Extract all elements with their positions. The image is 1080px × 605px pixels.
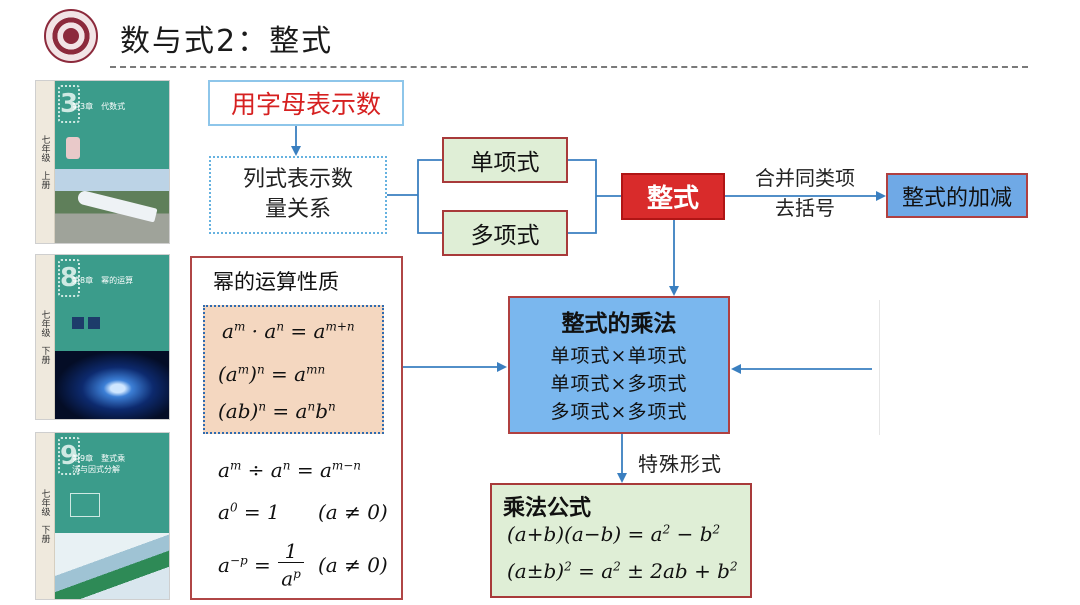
power-rule-negative: a−p =	[218, 553, 271, 577]
mult-line: 单项式×多项式	[550, 373, 688, 395]
page-title: 数与式2：整式	[120, 24, 334, 59]
node-label-line1: 列式表示数	[242, 167, 353, 192]
edge-label-line2: 去括号	[775, 196, 835, 220]
node-monomial: 单项式	[442, 137, 568, 183]
node-use-letters: 用字母表示数	[208, 80, 404, 126]
power-rule-product-power: (ab)n = anbn	[218, 399, 336, 423]
grid-icon	[70, 493, 100, 517]
textbook-thumbnail-ch8: 七年级 下册 8 第8章 幂的运算	[35, 254, 170, 420]
node-add-subtract: 整式的加减	[886, 173, 1028, 218]
chapter-title: 第8章 幂的运算	[72, 276, 134, 285]
chapter-number: 8	[58, 259, 80, 297]
node-label: 多项式	[470, 223, 540, 249]
book-spine-grade: 七年级 下册	[36, 433, 55, 599]
power-rule-negative-condition: (a ≠ 0)	[318, 553, 388, 577]
formula-difference-of-squares: (a+b)(a−b) = a2 − b2	[507, 522, 721, 546]
node-multiplication-formulas	[490, 483, 752, 598]
power-rule-negative-fraction: 1 ap	[278, 540, 304, 590]
chapter-title: 第9章 整式乘法与因式分解	[72, 454, 126, 474]
train-photo	[55, 169, 169, 243]
cylinder-icon	[66, 137, 80, 159]
edge-label-special-form: 特殊形式	[638, 452, 722, 476]
mult-line: 多项式×多项式	[550, 401, 688, 423]
node-integral-expression: 整式	[621, 173, 725, 220]
power-rule-zero-condition: (a ≠ 0)	[318, 500, 388, 524]
chapter-title: 第3章 代数式	[72, 102, 126, 111]
edge-label-line1: 合并同类项	[755, 166, 855, 190]
book-spine-grade: 七年级 下册	[36, 255, 55, 419]
power-rules-highlight	[203, 305, 384, 434]
bracket-right	[568, 159, 597, 234]
node-label: 整式的加减	[901, 185, 1012, 211]
node-label: 整式	[646, 184, 699, 214]
power-rule-product: am · an = am+n	[222, 319, 355, 343]
node-label: 用字母表示数	[230, 90, 381, 119]
cover-top	[55, 255, 169, 351]
school-logo	[44, 9, 98, 63]
chapter-number: 3	[58, 85, 80, 123]
node-express-relations: 列式表示数 量关系	[209, 156, 387, 234]
header-divider	[110, 66, 1028, 68]
bracket-left	[417, 159, 442, 234]
power-rule-zero: a0 = 1	[218, 500, 280, 524]
square-icon	[88, 317, 100, 329]
square-icon	[72, 317, 84, 329]
textbook-thumbnail-ch9: 七年级 下册 9 第9章 整式乘法与因式分解	[35, 432, 170, 600]
power-rules-title: 幂的运算性质	[213, 270, 339, 294]
textbook-thumbnail-ch3: 七年级 上册 3 第3章 代数式	[35, 80, 170, 244]
power-rule-power: (am)n = amn	[218, 362, 326, 386]
mult-line: 单项式×单项式	[550, 345, 688, 367]
node-multiplication: 整式的乘法 单项式×单项式 单项式×多项式 多项式×多项式	[508, 296, 730, 434]
edge-label-combine: 合并同类项 去括号	[735, 163, 875, 223]
faint-divider	[879, 300, 880, 435]
node-label: 单项式	[470, 150, 540, 176]
book-spine-grade: 七年级 上册	[36, 81, 55, 243]
chapter-number: 9	[58, 437, 80, 475]
power-rule-quotient: am ÷ an = am−n	[218, 458, 362, 482]
lotus-icon	[63, 28, 79, 44]
galaxy-photo	[55, 351, 169, 419]
formula-perfect-square: (a±b)2 = a2 ± 2ab + b2	[507, 559, 738, 583]
node-title: 整式的乘法	[561, 311, 677, 337]
formulas-title: 乘法公式	[503, 496, 592, 521]
glass-photo	[55, 533, 169, 599]
node-label-line2: 量关系	[264, 197, 331, 222]
node-polynomial: 多项式	[442, 210, 568, 256]
